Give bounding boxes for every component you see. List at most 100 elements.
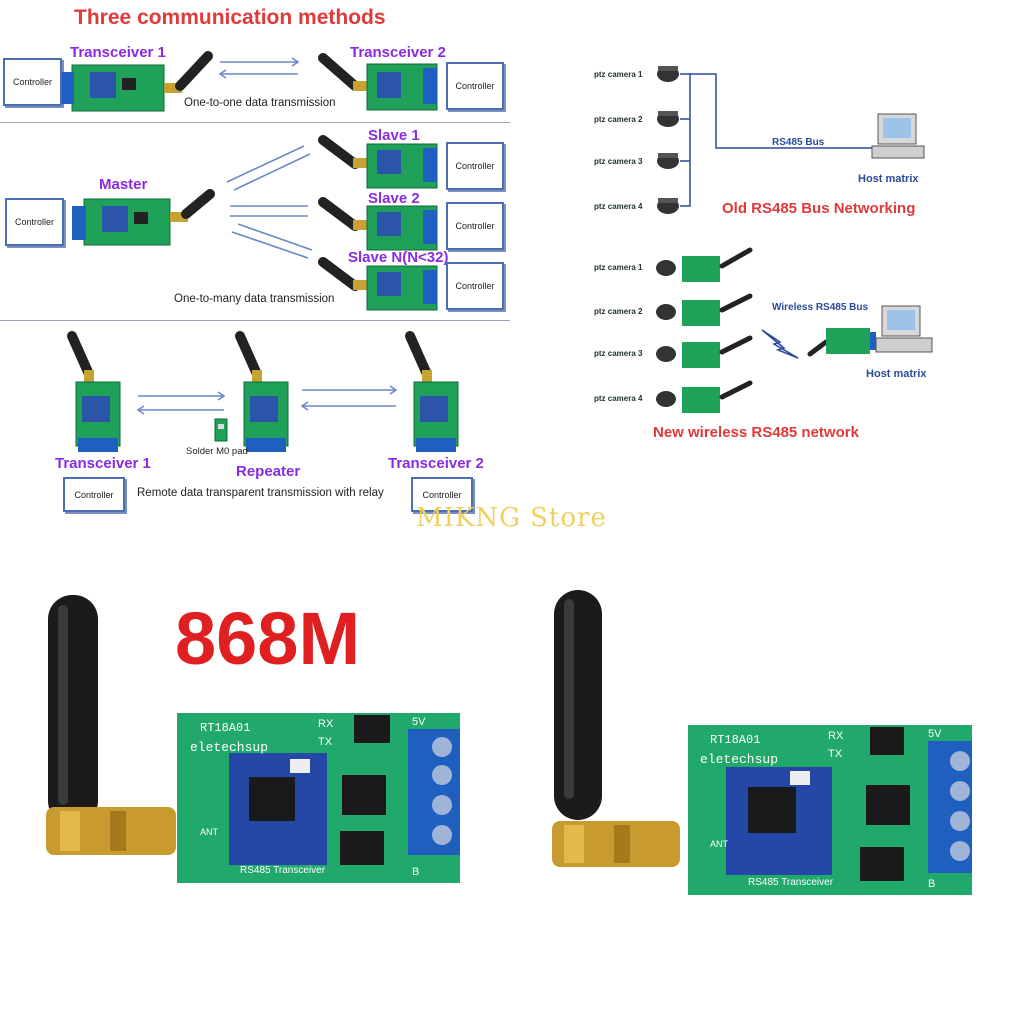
wireless-bolt-icon	[761, 329, 799, 359]
old-camera-label: ptz camera 1	[594, 70, 643, 79]
relay-transceiver-2-module	[405, 331, 459, 452]
controller-box: Controller	[446, 142, 504, 190]
master-module	[72, 189, 215, 246]
controller-label: Controller	[455, 281, 495, 291]
slave-n-module	[318, 257, 438, 311]
controller-label: Controller	[422, 489, 462, 500]
store-watermark: MIKNG Store	[416, 503, 607, 533]
old-host-label: Host matrix	[858, 173, 919, 185]
ant-label: ANT	[710, 839, 729, 849]
new-network-title: New wireless RS485 network	[653, 424, 859, 441]
relay-transceiver-1-module	[67, 331, 121, 452]
slave-2-module	[318, 197, 438, 251]
controller-label: Controller	[14, 217, 54, 227]
controller-label: Controller	[455, 161, 495, 171]
new-camera-label: ptz camera 2	[594, 307, 643, 316]
controller-label: Controller	[12, 77, 52, 87]
relay-arrows-right	[300, 385, 398, 411]
master-slave-arrows	[226, 145, 313, 259]
ptz-camera-icon	[656, 304, 676, 320]
transceiver-1-module	[62, 51, 213, 112]
pin-b-label: B	[928, 878, 935, 890]
ant-label: ANT	[200, 827, 219, 837]
bidirectional-arrows	[218, 57, 300, 79]
transceiver-2-module	[318, 53, 438, 111]
repeater-module	[235, 331, 289, 452]
ptz-camera-icon	[656, 391, 676, 407]
page-title: Three communication methods	[74, 6, 386, 29]
solder-pad-label: Solder M0 pad	[186, 446, 248, 457]
pin-5v-label: 5V	[412, 716, 426, 728]
product-board-right: RT18A01 eletechsup RX TX 5V B RS485 Tran…	[552, 590, 972, 895]
controller-box: Controller	[446, 262, 504, 310]
separator	[0, 122, 510, 123]
slave-n-label: Slave N(N<32)	[348, 249, 449, 266]
rx-label: RX	[828, 730, 844, 742]
controller-label: Controller	[455, 221, 495, 231]
antenna	[48, 595, 98, 825]
relay-arrows-left	[136, 391, 226, 415]
new-host-label: Host matrix	[866, 368, 927, 380]
ptz-camera-icon	[657, 198, 679, 214]
tx-label: TX	[318, 736, 333, 748]
controller-box: Controller	[446, 62, 504, 110]
caption-relay: Remote data transparent transmission wit…	[137, 487, 384, 499]
caption-one-to-many: One-to-many data transmission	[174, 293, 335, 305]
ptz-camera-icon	[657, 153, 679, 169]
caption-one-to-one: One-to-one data transmission	[184, 97, 336, 109]
pin-5v-label: 5V	[928, 728, 942, 740]
board-name-text: RS485 Transceiver	[748, 877, 834, 888]
ptz-camera-icon	[656, 346, 676, 362]
antenna	[554, 590, 602, 820]
old-camera-label: ptz camera 2	[594, 115, 643, 124]
board-brand-text: eletechsup	[700, 752, 778, 767]
mini-module-icon	[682, 293, 753, 326]
mini-module-icon	[682, 335, 753, 368]
separator	[0, 320, 510, 321]
old-camera-label: ptz camera 3	[594, 157, 643, 166]
new-camera-label: ptz camera 1	[594, 263, 643, 272]
ptz-camera-icon	[656, 260, 676, 276]
controller-box: Controller	[63, 477, 125, 512]
host-matrix-icon	[875, 305, 933, 353]
tx-label: TX	[828, 748, 843, 760]
controller-label: Controller	[455, 81, 495, 91]
solder-pad-icon	[214, 418, 228, 442]
transceiver-1-label: Transceiver 1	[70, 44, 166, 61]
rs485-bus-label: RS485 Bus	[772, 137, 825, 148]
transceiver-2-label: Transceiver 2	[350, 44, 446, 61]
ptz-camera-icon	[657, 66, 679, 82]
slave-1-module	[318, 135, 438, 189]
relay-transceiver-1-label: Transceiver 1	[55, 455, 151, 472]
relay-transceiver-2-label: Transceiver 2	[388, 455, 484, 472]
ptz-camera-icon	[657, 111, 679, 127]
slave-1-label: Slave 1	[368, 127, 420, 144]
master-label: Master	[99, 176, 148, 193]
repeater-label: Repeater	[236, 463, 301, 480]
old-network-title: Old RS485 Bus Networking	[722, 200, 916, 217]
controller-box: Controller	[411, 477, 473, 512]
controller-label: Controller	[74, 489, 114, 500]
rx-label: RX	[318, 718, 334, 730]
pin-b-label: B	[412, 866, 419, 878]
new-camera-label: ptz camera 3	[594, 349, 643, 358]
controller-box: Controller	[446, 202, 504, 250]
mini-module-icon	[682, 380, 753, 413]
board-model-text: RT18A01	[200, 721, 250, 735]
product-board-left: RT18A01 eletechsup RX TX 5V B RS485 Tran…	[46, 595, 460, 883]
slave-2-label: Slave 2	[368, 190, 420, 207]
old-camera-label: ptz camera 4	[594, 202, 643, 211]
mini-module-icon	[682, 247, 753, 282]
old-network-diagram	[657, 66, 925, 214]
wireless-bus-label: Wireless RS485 Bus	[772, 302, 869, 313]
controller-box: Controller	[5, 198, 64, 246]
board-brand-text: eletechsup	[190, 740, 268, 755]
frequency-label: 868M	[175, 597, 361, 680]
new-camera-label: ptz camera 4	[594, 394, 643, 403]
board-name-text: RS485 Transceiver	[240, 865, 326, 876]
host-matrix-icon	[871, 113, 925, 159]
board-model-text: RT18A01	[710, 733, 760, 747]
controller-box: Controller	[3, 58, 62, 106]
receiver-module-icon	[807, 328, 876, 357]
new-network-diagram	[656, 247, 933, 413]
